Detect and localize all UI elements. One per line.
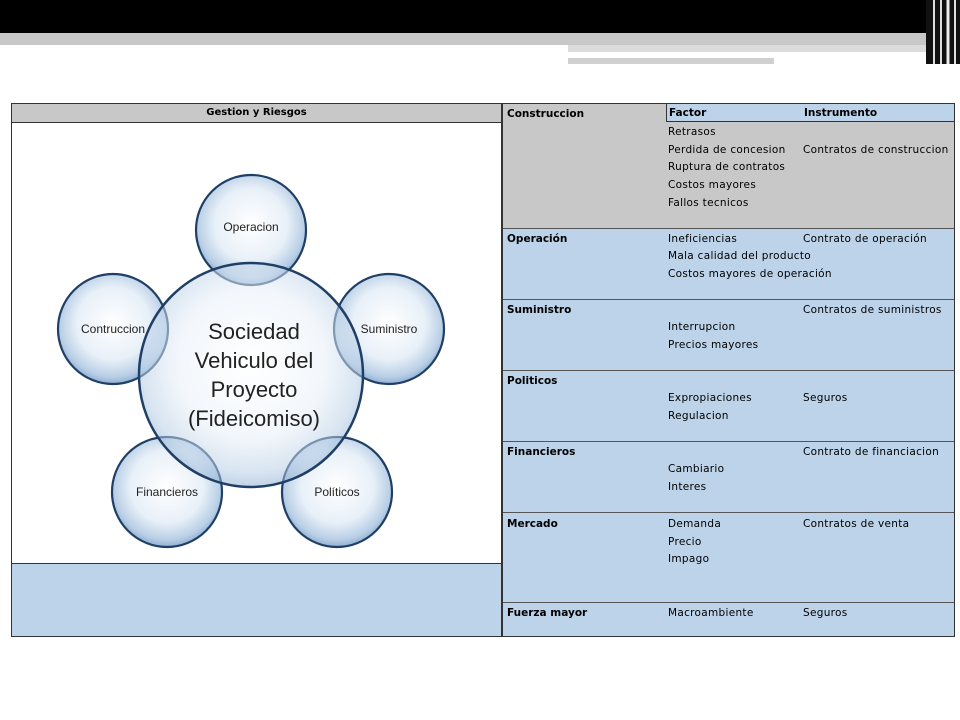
factor-item: Precios mayores [668, 339, 759, 351]
section-title: Politicos [507, 375, 558, 387]
section-title: Fuerza mayor [507, 607, 588, 619]
diagram-panel-title: Gestion y Riesgos [12, 104, 501, 123]
factor-item: Interrupcion [668, 321, 736, 333]
factor-item: Regulacion [668, 410, 729, 422]
instrument-item: Seguros [803, 392, 848, 404]
slide-top-bar [0, 0, 960, 33]
factor-item: Ineficiencias [668, 233, 738, 245]
header-factor: Factor [669, 107, 707, 119]
corner-decoration [926, 0, 960, 64]
label-contruccion: Contruccion [81, 322, 145, 336]
label-operacion: Operacion [223, 220, 278, 234]
section-title: Financieros [507, 446, 576, 458]
table-header: Factor Instrumento [666, 104, 954, 122]
factor-item: Costos mayores de operación [668, 268, 832, 280]
risk-table: Factor Instrumento Construccion Retrasos… [502, 103, 955, 637]
factor-item: Expropiaciones [668, 392, 752, 404]
section-title: Mercado [507, 518, 558, 530]
slide-grey-band-short [568, 45, 960, 52]
section-financieros: Financieros Cambiario Interes Contrato d… [503, 442, 954, 513]
instrument-item: Contrato de financiacion [803, 446, 940, 458]
factor-item: Cambiario [668, 463, 725, 475]
section-operacion: Operación Ineficiencias Mala calidad del… [503, 229, 954, 300]
instrument-item: Contrato de operación [803, 233, 927, 245]
slide-grey-band-shorter [568, 58, 774, 64]
diagram-panel-footer [12, 563, 501, 636]
slide-grey-band [0, 33, 960, 45]
factor-item: Demanda [668, 518, 722, 530]
section-suministro: Suministro Interrupcion Precios mayores … [503, 300, 954, 371]
center-line-2: Vehiculo del [195, 348, 314, 373]
factor-item: Macroambiente [668, 607, 754, 619]
factor-item: Perdida de concesion [668, 144, 786, 156]
instrument-item: Contratos de venta [803, 518, 910, 530]
factor-item: Retrasos [668, 126, 716, 138]
section-construccion: Factor Instrumento Construccion Retrasos… [503, 104, 954, 229]
label-financieros: Financieros [136, 485, 198, 499]
factor-item: Interes [668, 481, 707, 493]
instrument-item: Contratos de construccion [803, 144, 949, 156]
stakeholder-diagram: Operacion Suministro Políticos Financier… [56, 173, 446, 549]
factor-item: Ruptura de contratos [668, 161, 786, 173]
section-title: Construccion [507, 108, 585, 120]
header-instrumento: Instrumento [804, 107, 878, 119]
circle-center: Sociedad Vehiculo del Proyecto (Fideicom… [137, 261, 365, 489]
factor-item: Costos mayores [668, 179, 757, 191]
section-politicos: Politicos Expropiaciones Regulacion Segu… [503, 371, 954, 442]
label-politicos: Políticos [314, 485, 359, 499]
section-fuerza-mayor: Fuerza mayor Macroambiente Seguros [503, 603, 954, 636]
factor-item: Mala calidad del producto [668, 250, 812, 262]
center-line-4: (Fideicomiso) [188, 406, 320, 431]
instrument-item: Contratos de suministros [803, 304, 942, 316]
factor-item: Fallos tecnicos [668, 197, 749, 209]
label-suministro: Suministro [361, 322, 418, 336]
diagram-panel: Gestion y Riesgos Operacion Suministro P… [11, 103, 502, 637]
section-title: Operación [507, 233, 568, 245]
center-line-3: Proyecto [211, 377, 298, 402]
factor-item: Impago [668, 553, 710, 565]
center-line-1: Sociedad [208, 319, 300, 344]
factor-item: Precio [668, 536, 702, 548]
section-mercado: Mercado Demanda Precio Impago Contratos … [503, 513, 954, 603]
instrument-item: Seguros [803, 607, 848, 619]
section-title: Suministro [507, 304, 572, 316]
